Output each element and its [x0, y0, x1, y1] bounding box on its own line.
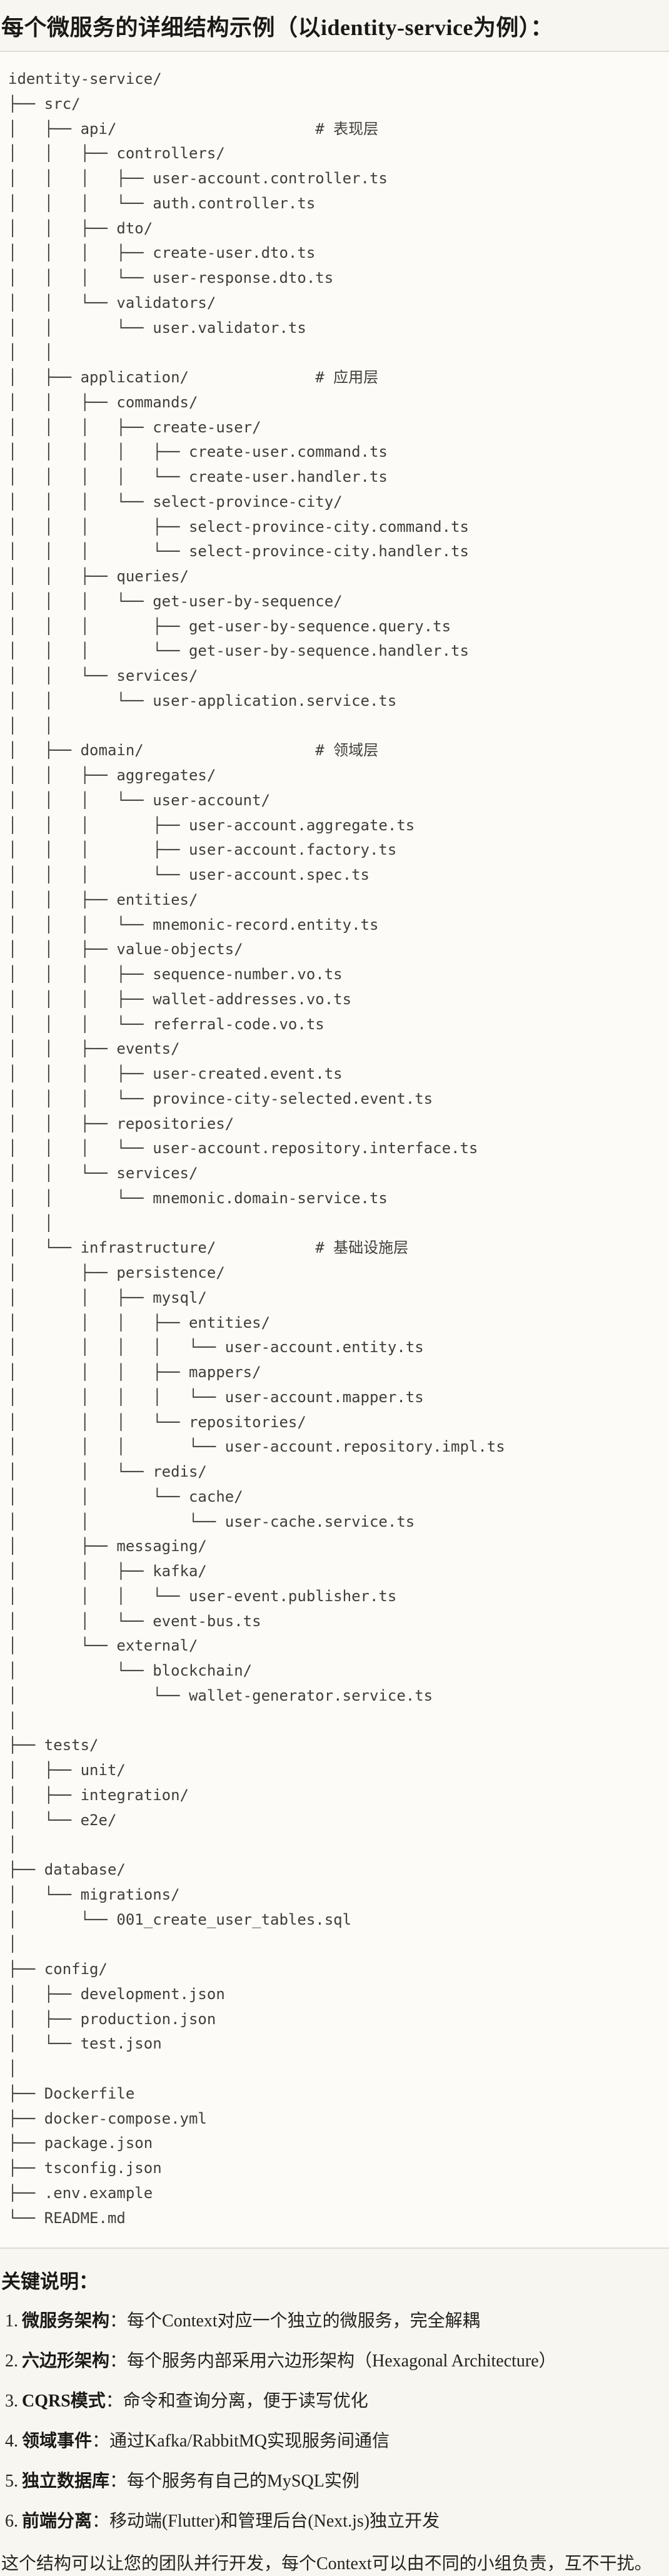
- list-item-number: 5.: [5, 2472, 18, 2492]
- list-item-desc: ：移动端(Flutter)和管理后台(Next.js)独立开发: [92, 2512, 440, 2532]
- list-item-term: 六边形架构: [22, 2351, 110, 2371]
- list-item-desc: ：命令和查询分离，便于读写优化: [105, 2391, 368, 2411]
- closing-paragraph: 这个结构可以让您的团队并行开发，每个Context可以由不同的小组负责，互不干扰…: [1, 2554, 652, 2574]
- list-item-term: 领域事件: [22, 2431, 93, 2451]
- notes-heading: 关键说明：: [1, 2271, 98, 2293]
- list-item-number: 4.: [5, 2431, 18, 2451]
- list-item-number: 3.: [5, 2391, 18, 2411]
- notes-list: 1.微服务架构：每个Context对应一个独立的微服务，完全解耦 2.六边形架构…: [1, 2294, 664, 2534]
- page-title: 每个微服务的详细结构示例（以identity-service为例）：: [1, 15, 553, 40]
- directory-tree: identity-service/ ├── src/ │ ├── api/ # …: [8, 70, 505, 2227]
- list-item-term: 微服务架构: [22, 2311, 110, 2331]
- list-item-desc: ：每个Context对应一个独立的微服务，完全解耦: [109, 2311, 480, 2331]
- code-block: identity-service/ ├── src/ │ ├── api/ # …: [0, 51, 669, 2249]
- list-item-term: 独立数据库: [22, 2472, 110, 2492]
- list-item: 2.六边形架构：每个服务内部采用六边形架构（Hexagonal Architec…: [5, 2349, 664, 2374]
- list-item-number: 1.: [5, 2311, 18, 2331]
- list-item-number: 6.: [5, 2512, 18, 2532]
- list-item-desc: ：每个服务内部采用六边形架构（Hexagonal Architecture）: [109, 2351, 556, 2371]
- list-item-desc: ：通过Kafka/RabbitMQ实现服务间通信: [92, 2431, 390, 2451]
- list-item: 1.微服务架构：每个Context对应一个独立的微服务，完全解耦: [5, 2309, 664, 2334]
- list-item: 6.前端分离：移动端(Flutter)和管理后台(Next.js)独立开发: [5, 2509, 664, 2534]
- list-item: 5.独立数据库：每个服务有自己的MySQL实例: [5, 2469, 664, 2494]
- list-item: 3.CQRS模式：命令和查询分离，便于读写优化: [5, 2389, 664, 2414]
- list-item-number: 2.: [5, 2351, 18, 2371]
- list-item: 4.领域事件：通过Kafka/RabbitMQ实现服务间通信: [5, 2429, 664, 2454]
- list-item-desc: ：每个服务有自己的MySQL实例: [109, 2472, 360, 2492]
- list-item-term: CQRS模式: [22, 2391, 106, 2411]
- list-item-term: 前端分离: [22, 2512, 93, 2532]
- notes-section: 关键说明： 1.微服务架构：每个Context对应一个独立的微服务，完全解耦 2…: [0, 2249, 669, 2576]
